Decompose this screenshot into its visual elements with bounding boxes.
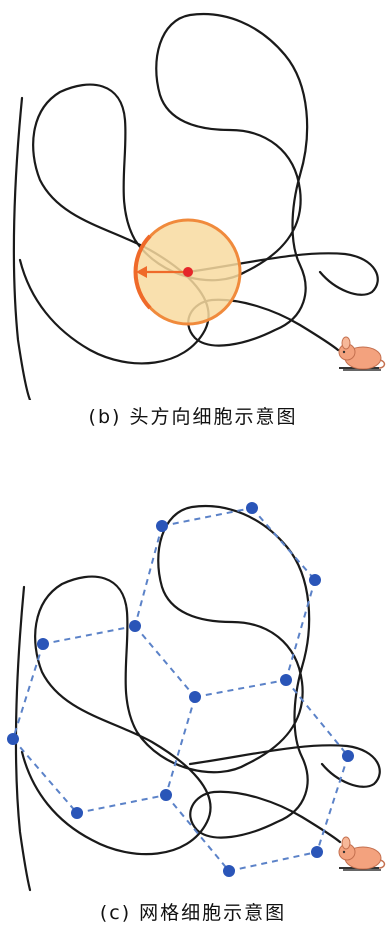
rat-icon — [338, 336, 386, 371]
cell-center — [183, 267, 193, 277]
grid-node — [156, 520, 168, 532]
rat-icon — [338, 836, 386, 871]
grid-node — [223, 865, 235, 877]
grid-node — [71, 807, 83, 819]
rat-trajectory — [14, 505, 342, 892]
direction-arrowhead — [136, 266, 147, 278]
grid-node — [309, 574, 321, 586]
grid-node — [280, 674, 292, 686]
grid-node — [311, 846, 323, 858]
grid-node — [189, 691, 201, 703]
grid-node — [7, 733, 19, 745]
grid-nodes — [7, 502, 354, 877]
panel-b-head-direction: (b) 头方向细胞示意图 — [0, 0, 386, 462]
grid-lattice — [12, 507, 349, 872]
grid-node — [129, 620, 141, 632]
head-direction-diagram — [12, 13, 386, 400]
grid-node — [246, 502, 258, 514]
field-edge-arc — [133, 234, 152, 310]
panel-c-caption: (c) 网格细胞示意图 — [99, 902, 287, 924]
rat-trajectory-loop — [188, 744, 381, 788]
rat-trajectory — [12, 13, 340, 400]
grid-node — [342, 750, 354, 762]
panel-c-grid-cell: (c) 网格细胞示意图 — [0, 462, 386, 925]
grid-node — [160, 789, 172, 801]
panel-b-caption: (b) 头方向细胞示意图 — [88, 406, 298, 428]
grid-cell-diagram — [7, 502, 386, 892]
grid-node — [37, 638, 49, 650]
rat-trajectory-loop — [186, 252, 379, 296]
